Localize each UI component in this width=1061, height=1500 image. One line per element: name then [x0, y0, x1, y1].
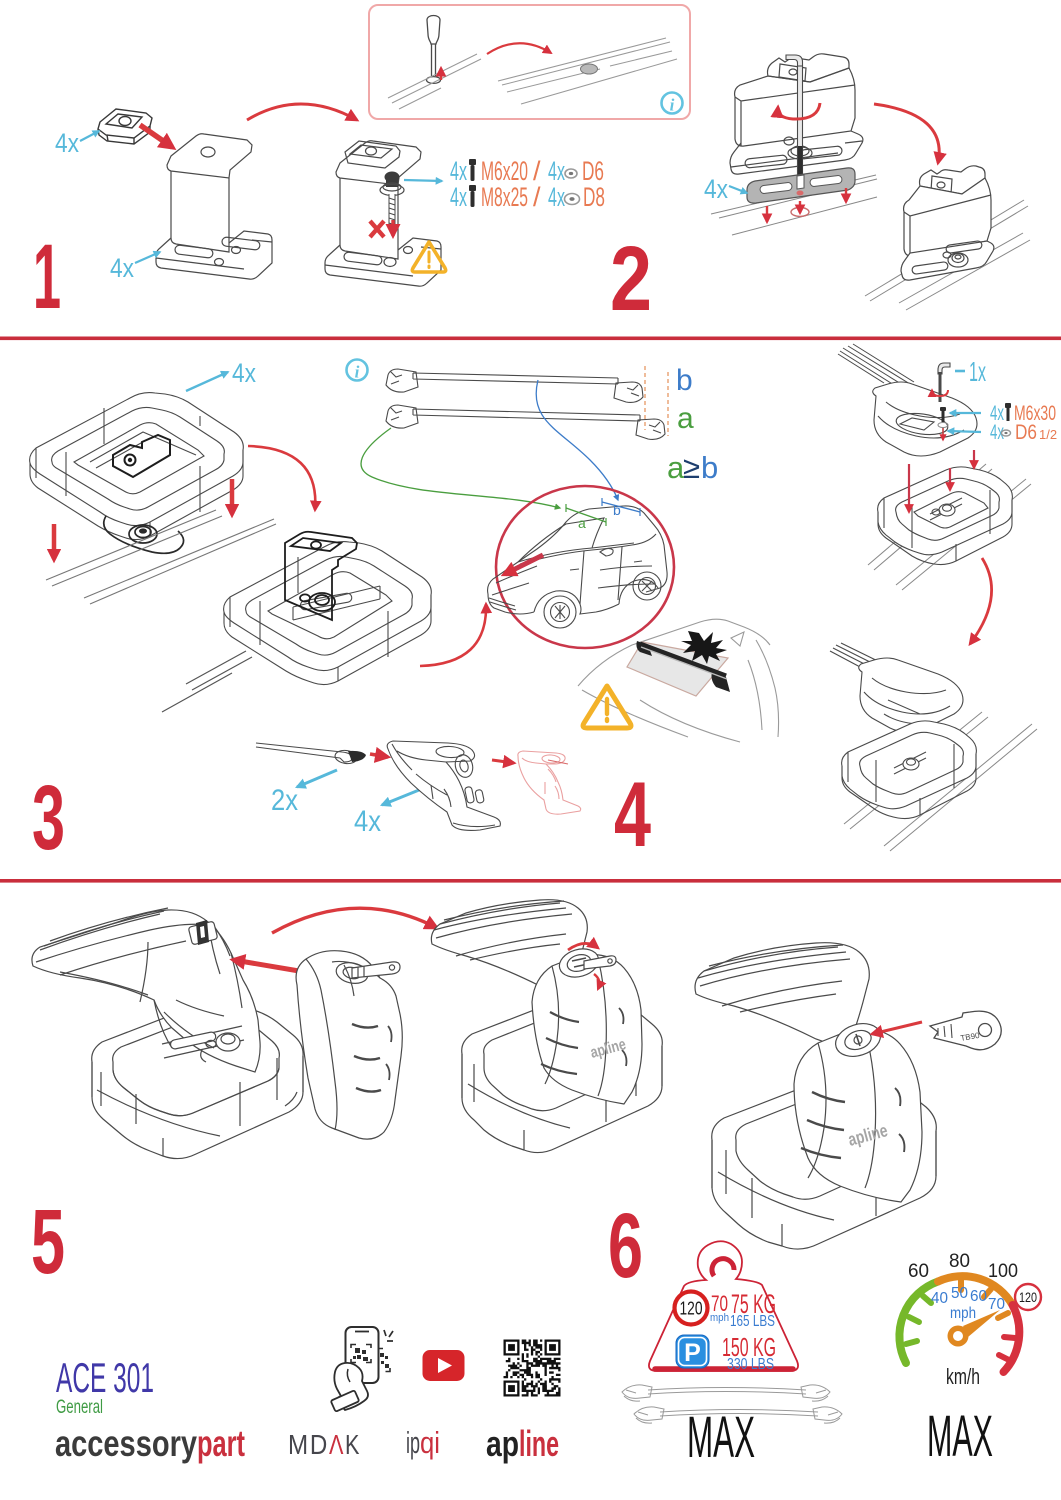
svg-text:M6x20: M6x20 [481, 156, 528, 186]
svg-text:2: 2 [610, 228, 652, 330]
svg-text:4x: 4x [548, 182, 565, 212]
svg-text:6: 6 [608, 1195, 643, 1297]
svg-text:4x: 4x [110, 253, 134, 283]
svg-text:4x: 4x [990, 421, 1004, 444]
svg-text:70: 70 [711, 1291, 728, 1316]
svg-text:60: 60 [970, 1288, 987, 1305]
svg-text:/: / [533, 156, 541, 186]
svg-text:/: / [533, 182, 541, 212]
svg-text:4x: 4x [450, 182, 467, 212]
svg-text:1: 1 [33, 226, 61, 328]
svg-text:accessorypart: accessorypart [55, 1423, 245, 1464]
svg-text:M6x30: M6x30 [1014, 402, 1056, 425]
svg-text:apline: apline [486, 1423, 559, 1464]
svg-text:b: b [701, 450, 718, 485]
svg-text:75 KG: 75 KG [731, 1289, 776, 1319]
svg-text:M8x25: M8x25 [481, 182, 528, 212]
svg-text:TB90: TB90 [960, 1031, 981, 1043]
svg-text:i: i [355, 363, 360, 382]
svg-text:120: 120 [1019, 1289, 1037, 1305]
svg-text:4x: 4x [232, 358, 256, 388]
svg-text:P: P [684, 1339, 701, 1367]
svg-text:b: b [613, 502, 621, 518]
svg-text:MDΛK: MDΛK [288, 1429, 361, 1460]
svg-text:50: 50 [951, 1285, 968, 1302]
svg-text:2x: 2x [271, 784, 298, 817]
svg-text:General: General [56, 1397, 103, 1418]
svg-text:D6: D6 [1015, 421, 1037, 444]
svg-text:4x: 4x [990, 402, 1004, 425]
svg-text:100: 100 [988, 1261, 1018, 1282]
svg-text:≥: ≥ [683, 450, 700, 485]
svg-text:ipqi: ipqi [406, 1425, 440, 1460]
svg-text:4x: 4x [704, 174, 728, 204]
svg-text:3: 3 [32, 767, 65, 869]
svg-text:165 LBS: 165 LBS [730, 1313, 775, 1330]
svg-text:1/2: 1/2 [1039, 427, 1057, 442]
svg-text:4x: 4x [548, 156, 565, 186]
svg-text:4: 4 [614, 764, 651, 866]
svg-text:i: i [670, 96, 675, 115]
svg-text:4x: 4x [450, 156, 467, 186]
svg-text:5: 5 [31, 1191, 65, 1293]
svg-text:a: a [677, 402, 694, 435]
svg-text:ACE 301: ACE 301 [56, 1354, 154, 1401]
svg-text:1x: 1x [969, 356, 986, 387]
svg-text:4x: 4x [354, 805, 381, 838]
svg-text:150 KG: 150 KG [722, 1332, 776, 1362]
svg-text:MAX: MAX [687, 1405, 755, 1470]
svg-text:a: a [667, 450, 685, 485]
svg-text:a: a [578, 515, 586, 531]
svg-text:70: 70 [988, 1296, 1005, 1313]
svg-text:mph: mph [950, 1305, 976, 1322]
svg-text:km/h: km/h [946, 1364, 980, 1389]
svg-text:40: 40 [931, 1290, 948, 1307]
svg-text:80: 80 [949, 1251, 970, 1272]
svg-text:mph: mph [710, 1312, 729, 1324]
svg-text:120: 120 [680, 1299, 703, 1319]
svg-text:D6: D6 [582, 156, 604, 186]
svg-text:D8: D8 [583, 182, 605, 212]
svg-text:b: b [676, 364, 693, 397]
svg-text:4x: 4x [55, 128, 79, 158]
svg-text:MAX: MAX [927, 1404, 993, 1469]
svg-text:60: 60 [908, 1261, 929, 1282]
svg-text:330 LBS: 330 LBS [727, 1356, 774, 1373]
